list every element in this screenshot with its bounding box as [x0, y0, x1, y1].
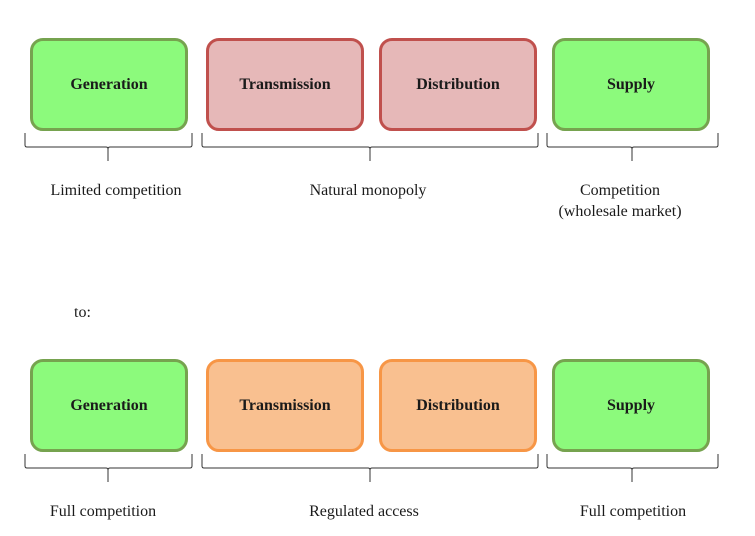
- bottom-generation-label: Generation: [70, 396, 148, 414]
- bottom-network-caption: Regulated access: [309, 503, 419, 520]
- top-supply-label: Supply: [606, 75, 656, 93]
- brace-bottom-network: [201, 454, 539, 482]
- top-supply-caption: Competition (wholesale market): [558, 182, 682, 220]
- top-supply-box: Supply: [552, 38, 710, 131]
- bottom-supply-label: Supply: [606, 396, 656, 414]
- bottom-transmission-box: Transmission: [206, 359, 364, 452]
- brace-top-generation: [24, 133, 193, 161]
- top-generation-box: Generation: [30, 38, 188, 131]
- bottom-distribution-label: Distribution: [416, 396, 500, 414]
- top-distribution-box: Distribution: [379, 38, 537, 131]
- top-transmission-box: Transmission: [206, 38, 364, 131]
- brace-top-network: [201, 133, 539, 161]
- bottom-generation-box: Generation: [30, 359, 188, 452]
- top-network-caption: Natural monopoly: [309, 182, 427, 199]
- top-generation-label: Generation: [70, 75, 148, 93]
- brace-bottom-supply: [546, 454, 719, 482]
- top-distribution-label: Distribution: [416, 75, 500, 93]
- bottom-generation-caption: Full competition: [49, 503, 157, 520]
- bottom-distribution-box: Distribution: [379, 359, 537, 452]
- top-transmission-label: Transmission: [239, 75, 331, 93]
- bottom-transmission-label: Transmission: [239, 396, 331, 414]
- bottom-supply-box: Supply: [552, 359, 710, 452]
- brace-top-supply: [546, 133, 719, 161]
- brace-bottom-generation: [24, 454, 193, 482]
- bottom-supply-caption: Full competition: [579, 503, 687, 520]
- transition-label: to:: [74, 304, 91, 321]
- top-generation-caption: Limited competition: [50, 182, 182, 199]
